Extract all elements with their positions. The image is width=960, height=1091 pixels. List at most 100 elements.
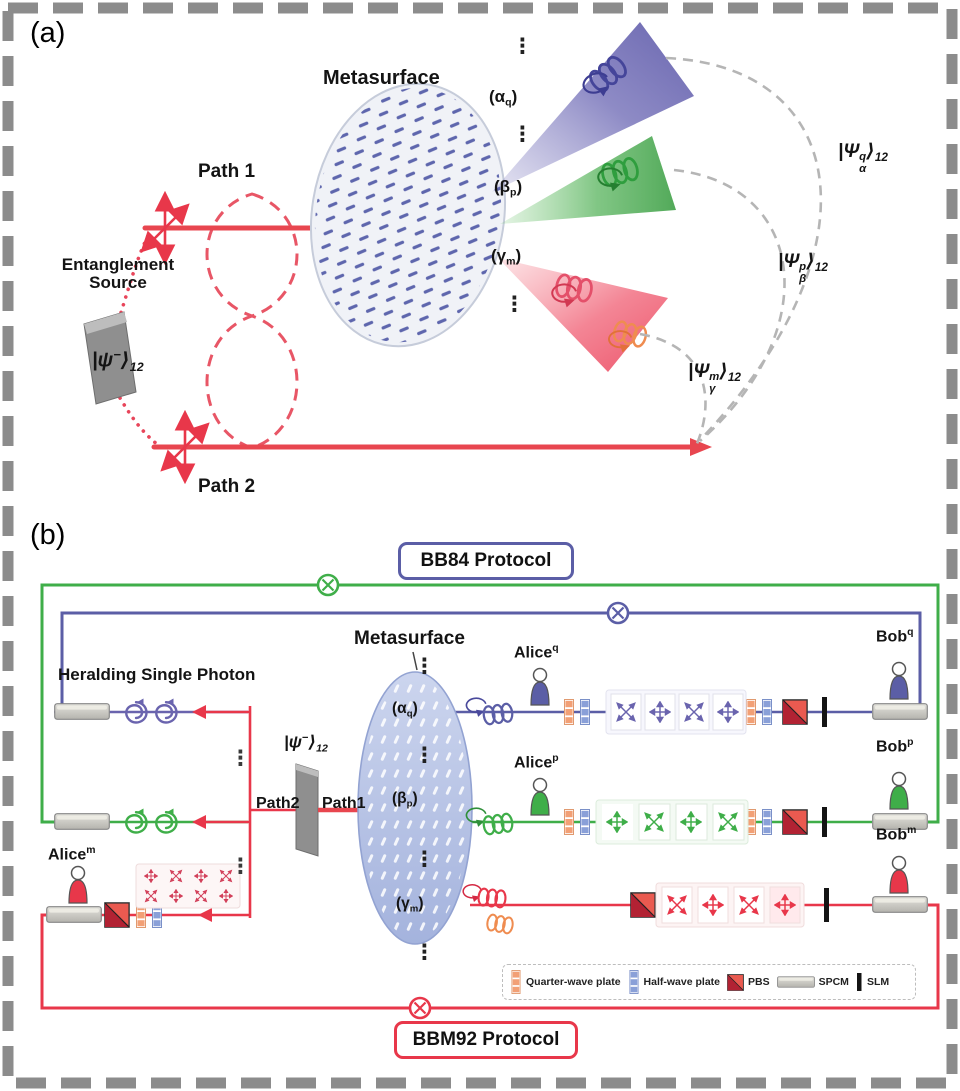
arrow-to-q-heralding <box>192 705 206 719</box>
path2-label-b: Path2 <box>256 795 300 812</box>
bob-q-person-icon <box>889 661 909 700</box>
entanglement-source-label: Entanglement Source <box>38 256 198 292</box>
mode-alpha-label-a: (αq) <box>489 87 518 109</box>
ellipsis-a-1: ⋮ <box>512 35 533 58</box>
bob-q-label: Bobq <box>876 627 914 646</box>
quarter-wave-plate-icon <box>511 970 521 994</box>
spcm-heralding-q <box>54 703 110 720</box>
bob-p-person-icon <box>889 771 909 810</box>
hwp-q-right <box>762 699 772 725</box>
m-helix-orange-icon <box>485 912 515 936</box>
alice-m-label: Alicem <box>48 845 96 864</box>
heralding-p-spiral-1 <box>125 807 148 834</box>
alice-p-label: Alicep <box>514 753 559 772</box>
ellipsis-b-3: ⋮ <box>414 848 435 871</box>
ellipsis-spine-2: ⋮ <box>230 855 251 878</box>
pbs-q <box>782 699 808 725</box>
correlation-dashed-links <box>639 56 823 447</box>
qwp-p-left <box>564 809 574 835</box>
spcm-heralding-p <box>54 813 110 830</box>
metasurface-label-b: Metasurface <box>354 628 465 649</box>
ellipsis-b-1: ⋮ <box>414 655 435 678</box>
metasurface-b <box>357 651 473 945</box>
path2-polarization-arrows <box>160 409 210 485</box>
q-helix-icon <box>481 701 515 727</box>
bbm92-protocol-box: BBM92 Protocol <box>394 1021 578 1059</box>
bob-p-label: Bobp <box>876 737 914 756</box>
spcm-bob-m <box>872 896 928 913</box>
mode-inset-alice-m <box>135 863 241 909</box>
spcm-bob-q <box>872 703 928 720</box>
legend-item-spcm: SPCM <box>776 976 849 988</box>
panel-b-graphics <box>40 573 940 1020</box>
bb84-protocol-label: BB84 Protocol <box>420 550 552 571</box>
alice-m-person-icon <box>68 865 88 904</box>
ellipsis-a-3: ⋮ <box>504 293 525 316</box>
mode-inset-p <box>595 799 749 845</box>
panel-b-tag: (b) <box>30 519 66 551</box>
hwp-q-left <box>580 699 590 725</box>
panel-a-graphics <box>83 22 823 485</box>
bob-m-person-icon <box>889 855 909 894</box>
p-helix-icon <box>481 811 515 837</box>
mode-alpha-label-b: (αq) <box>392 700 418 720</box>
alice-q-person-icon <box>530 667 550 706</box>
entanglement-loop-dashed <box>205 192 299 450</box>
legend-item-half-wave: Half-wave plate <box>628 970 720 994</box>
legend-item-pbs: PBS <box>727 973 770 991</box>
ellipsis-spine-1: ⋮ <box>230 747 251 770</box>
bbm92-protocol-label: BBM92 Protocol <box>412 1029 560 1050</box>
half-wave-plate-icon <box>628 970 639 994</box>
spcm-alice-m <box>46 906 102 923</box>
slm-icon <box>856 973 862 991</box>
arrow-to-p-heralding <box>192 815 206 829</box>
pbs-p <box>782 809 808 835</box>
arrow-to-alice-m <box>198 908 212 922</box>
bob-m-label: Bobm <box>876 825 917 844</box>
metasurface-a <box>309 82 507 348</box>
alice-p-person-icon <box>530 777 550 816</box>
metasurface-label-a: Metasurface <box>323 67 440 89</box>
legend-spcm-label: SPCM <box>818 976 849 988</box>
heralding-q-spiral-2 <box>155 697 178 724</box>
path2-arrowhead <box>690 438 712 456</box>
beam-cone-beta <box>500 136 676 224</box>
source-to-path2-dotted <box>118 396 160 447</box>
heralding-q-spiral-1 <box>125 697 148 724</box>
path1-label: Path 1 <box>198 161 256 182</box>
mode-beta-label-a: (βp) <box>494 177 523 199</box>
psi-state-label-b: |ψ−⟩12 <box>284 732 328 755</box>
qwp-q-right <box>746 699 756 725</box>
path1-label-b: Path1 <box>322 795 366 812</box>
legend-item-slm: SLM <box>856 972 889 992</box>
green-otimes-icon <box>316 573 340 597</box>
red-otimes-icon <box>408 996 432 1020</box>
blue-protocol-loop <box>60 611 922 712</box>
pbs-m <box>630 892 656 918</box>
ellipsis-a-2: ⋮ <box>512 123 533 146</box>
ellipsis-b-4: ⋮ <box>414 941 435 964</box>
alice-q-label: Aliceq <box>514 643 559 662</box>
legend-quarter-wave-label: Quarter-wave plate <box>526 976 621 988</box>
slm-p <box>822 807 827 837</box>
red-protocol-loop <box>40 903 940 1010</box>
legend-item-quarter-wave: Quarter-wave plate <box>510 970 621 994</box>
legend-pbs-label: PBS <box>748 976 770 988</box>
legend-half-wave-label: Half-wave plate <box>643 976 720 988</box>
bb84-protocol-box: BB84 Protocol <box>398 542 574 580</box>
slm-m <box>824 888 829 922</box>
mode-gamma-label-a: (γm) <box>491 246 522 268</box>
mode-inset-m <box>655 882 805 928</box>
slm-q <box>822 697 827 727</box>
spcm-icon <box>776 976 815 988</box>
path1-polarization-arrows <box>140 190 190 266</box>
ellipsis-b-2: ⋮ <box>414 744 435 767</box>
mode-beta-label-b: (βp) <box>392 790 418 810</box>
pbs-alice-m <box>104 902 130 928</box>
blue-otimes-icon <box>606 601 630 625</box>
